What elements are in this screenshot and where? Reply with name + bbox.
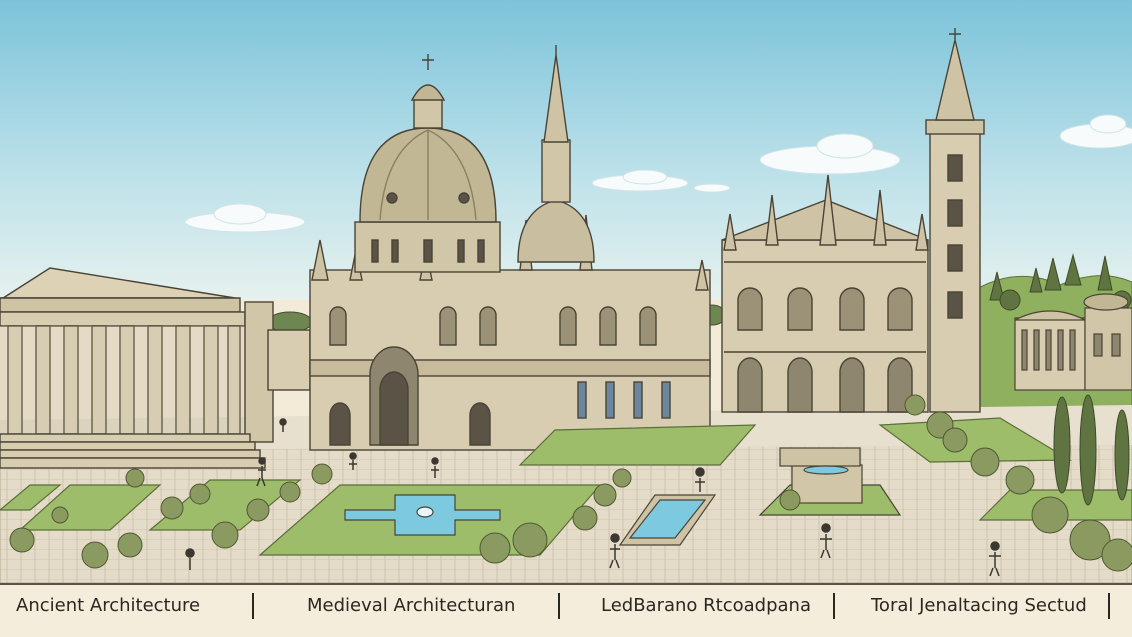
- people: [185, 418, 1001, 577]
- shrubs: [9, 394, 1132, 572]
- caption-bar: Ancient Architecture Medieval Architectu…: [0, 583, 1132, 637]
- gothic-cathedral: [309, 45, 711, 451]
- cross-fountain: [344, 494, 501, 536]
- domed-pavilion: [1014, 293, 1132, 391]
- cypress-trees: [1053, 394, 1130, 506]
- caption-separator: [1108, 593, 1110, 619]
- caption-separator: [252, 593, 254, 619]
- caption-fourth-panel: Toral Jenaltacing Sectud: [871, 595, 1087, 616]
- basilica-with-bell-tower: [721, 28, 985, 413]
- caption-medieval-architecture: Medieval Architecturan: [307, 595, 516, 616]
- clouds: [184, 114, 1132, 233]
- caption-separator: [558, 593, 560, 619]
- ancient-greek-temple: [0, 267, 311, 469]
- reflecting-pool: [618, 494, 717, 546]
- caption-separator: [833, 593, 835, 619]
- caption-third-panel: LedBarano Rtcoadpana: [601, 595, 811, 616]
- caption-ancient-architecture: Ancient Architecture: [16, 595, 201, 616]
- architecture-panorama-illustration: [0, 0, 1132, 583]
